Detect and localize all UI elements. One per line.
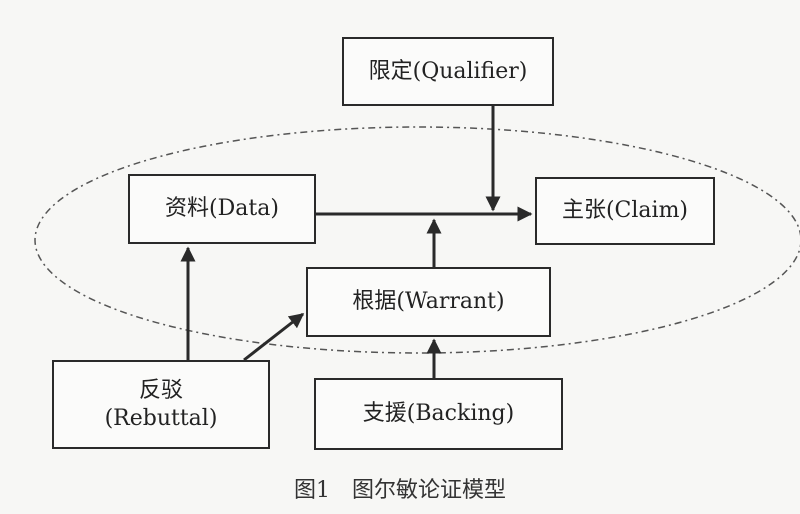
backing-label: 支援(Backing) <box>362 401 515 427</box>
warrant-label: 根据(Warrant) <box>352 289 505 315</box>
qualifier-label: 限定(Qualifier) <box>368 58 528 84</box>
arrow-rebuttal-to-warrant <box>243 312 305 362</box>
claim-box: 主张(Claim) <box>535 177 715 245</box>
warrant-box: 根据(Warrant) <box>306 267 551 337</box>
figure-caption: 图1 图尔敏论证模型 <box>294 478 506 503</box>
rebuttal-label-line2: (Rebuttal) <box>104 405 218 431</box>
core-ellipse <box>34 126 800 354</box>
data-label: 资料(Data) <box>165 196 279 222</box>
qualifier-box: 限定(Qualifier) <box>342 37 554 106</box>
backing-box: 支援(Backing) <box>314 378 563 450</box>
rebuttal-label-line1: 反驳 <box>138 378 183 403</box>
rebuttal-box: 反驳 (Rebuttal) <box>52 360 270 449</box>
data-box: 资料(Data) <box>128 174 316 244</box>
claim-label: 主张(Claim) <box>561 198 689 224</box>
